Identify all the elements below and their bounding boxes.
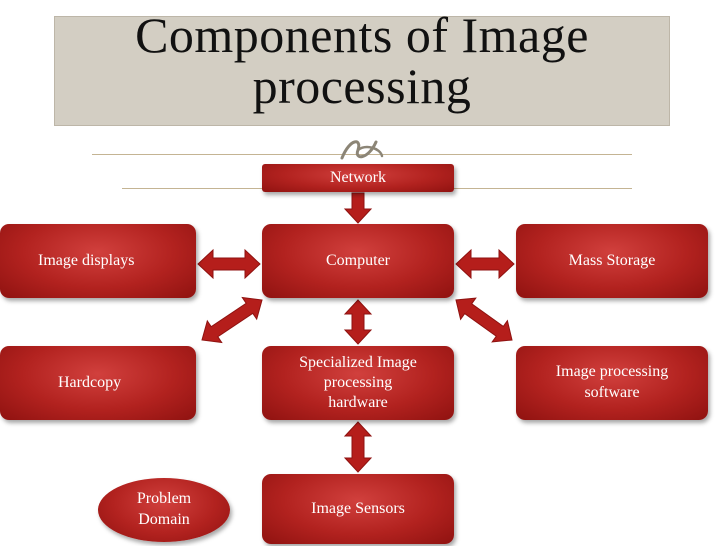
computer-node: Computer bbox=[262, 224, 454, 298]
image-sensors-label: Image Sensors bbox=[311, 499, 405, 517]
specialized-hardware-label: Specialized Image processing hardware bbox=[299, 354, 417, 411]
hardcopy-label: Hardcopy bbox=[58, 373, 122, 391]
arrow-computer-hardcopy bbox=[201, 296, 263, 344]
mass-storage-node: Mass Storage bbox=[516, 224, 708, 298]
image-displays-node: Image displays bbox=[0, 224, 196, 298]
arrow-displays-computer bbox=[197, 248, 261, 280]
arrow-computer-hardware bbox=[343, 299, 373, 345]
specialized-hardware-node: Specialized Image processing hardware bbox=[262, 346, 454, 420]
hardcopy-node: Hardcopy bbox=[0, 346, 196, 420]
computer-label: Computer bbox=[326, 251, 390, 269]
processing-software-label: Image processing software bbox=[555, 363, 669, 401]
processing-software-node: Image processing software bbox=[516, 346, 708, 420]
problem-domain-node: Problem Domain bbox=[98, 478, 230, 542]
arrow-hardware-sensors bbox=[343, 421, 373, 473]
problem-domain-label: Problem Domain bbox=[136, 490, 192, 528]
arrow-computer-software bbox=[455, 297, 513, 343]
arrow-network-to-computer bbox=[343, 192, 373, 224]
divider-top bbox=[92, 154, 632, 155]
title-line-2: processing bbox=[252, 58, 472, 114]
slide-title: Components of Image processing bbox=[54, 10, 670, 112]
title-line-1: Components of Image bbox=[135, 7, 589, 63]
mass-storage-label: Mass Storage bbox=[568, 251, 656, 269]
title-box bbox=[54, 16, 670, 126]
network-label: Network bbox=[330, 168, 386, 186]
network-node: Network bbox=[262, 164, 454, 192]
image-sensors-node: Image Sensors bbox=[262, 474, 454, 544]
image-displays-label: Image displays bbox=[38, 251, 135, 269]
arrow-computer-storage bbox=[455, 248, 515, 280]
flourish-icon bbox=[340, 140, 384, 160]
